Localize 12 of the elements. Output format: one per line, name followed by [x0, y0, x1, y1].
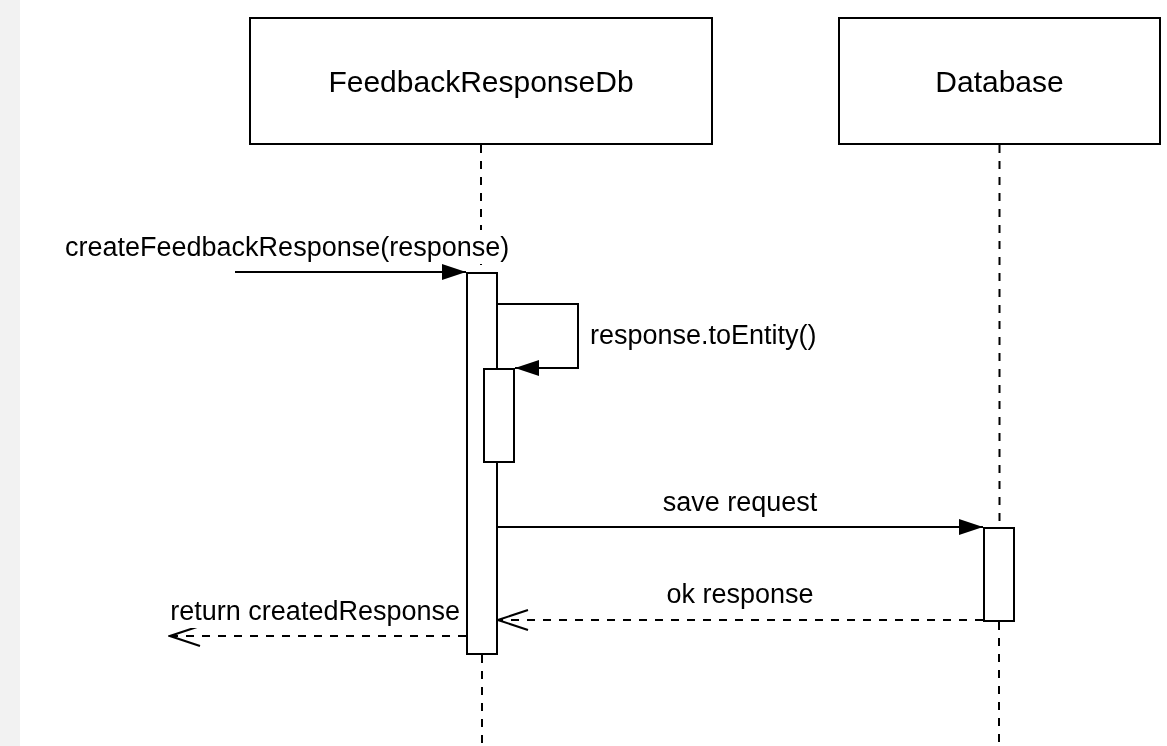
- participant-name: Database: [935, 63, 1064, 100]
- lifeline: [481, 654, 483, 746]
- message-label: createFeedbackResponse(response): [65, 230, 510, 264]
- participant-name: FeedbackResponseDb: [328, 63, 634, 100]
- lifeline-header-box: [838, 17, 1161, 145]
- activation-bar: [983, 527, 1015, 622]
- activation-bar: [483, 368, 515, 463]
- lifeline-header-box: [249, 17, 713, 145]
- message-arrow: [497, 303, 579, 376]
- message-arrow: [497, 519, 984, 535]
- message-arrow: [234, 264, 467, 280]
- message-arrow: [497, 609, 984, 631]
